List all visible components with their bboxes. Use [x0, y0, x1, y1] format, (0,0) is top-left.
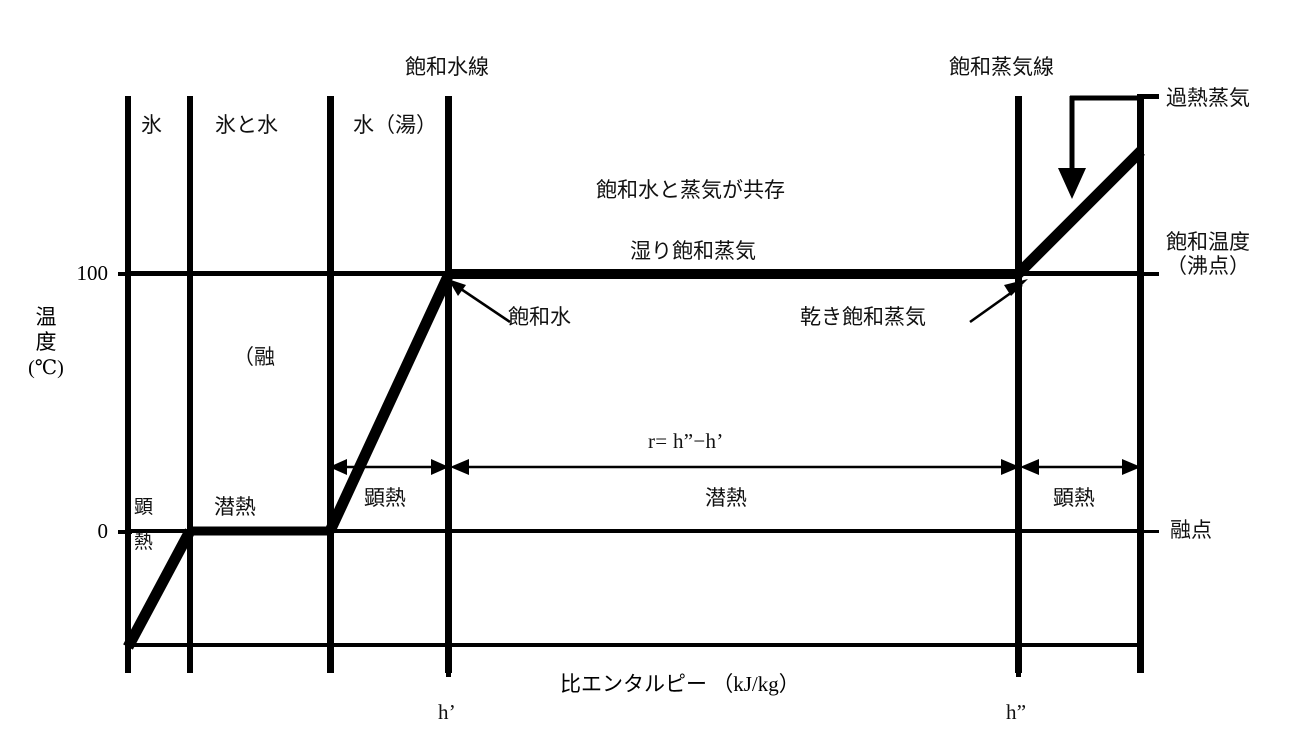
grid-vline-right-edge	[1137, 96, 1144, 673]
callout-saturated-water: 飽和水	[508, 305, 571, 329]
callout-dry-saturated-steam: 乾き飽和蒸気	[800, 305, 926, 329]
heat-label-sensible-heat-ice-b: 熱	[134, 532, 154, 553]
baseline-axis	[125, 643, 1144, 647]
saturation-temperature-line1: 飽和温度	[1166, 230, 1250, 254]
x-tick-label-h-double-prime: h”	[1006, 700, 1027, 724]
y-axis-title-line1: 温	[35, 305, 57, 329]
zone-label-ice-and-water: 氷と水	[215, 113, 278, 137]
right-tick-superheat	[1137, 94, 1159, 99]
grid-vline-ice-left	[125, 96, 131, 673]
x-axis-title: 比エンタルピー （kJ/kg）	[560, 672, 800, 696]
zone-label-melting-note: （融	[233, 345, 275, 369]
curve-label-saturated-steam-line: 飽和蒸気線	[949, 55, 1054, 79]
ytick-mark-0	[118, 530, 132, 534]
y-axis-title-line3: (℃)	[28, 356, 64, 379]
curve-label-superheated-steam: 過熱蒸気	[1166, 86, 1250, 110]
curve-label-saturated-water-line: 飽和水線	[405, 55, 489, 79]
heat-label-sensible-heat-ice-a: 顕	[134, 497, 154, 518]
xtick-mark-h-double-prime	[1016, 645, 1021, 677]
right-label-melting-point: 融点	[1170, 518, 1212, 542]
saturation-temperature-line2: （沸点）	[1166, 254, 1250, 279]
isotherm-100-line	[125, 271, 1144, 276]
isotherm-0-line	[125, 529, 1144, 533]
grid-vline-water-start	[327, 96, 334, 673]
region-note-coexist: 飽和水と蒸気が共存	[596, 178, 785, 202]
heat-label-sensible-heat-water: 顕熱	[364, 486, 406, 510]
heat-label-latent-heat-vaporization: 潜熱	[705, 486, 747, 510]
zone-label-ice: 氷	[141, 113, 162, 137]
y-tick-label-100: 100	[76, 261, 109, 285]
xtick-mark-h-prime	[446, 645, 451, 677]
grid-vline-saturated-water	[445, 96, 452, 673]
y-axis-title-line2: 度	[35, 329, 57, 354]
region-note-wet-saturated-steam: 湿り飽和蒸気	[630, 239, 756, 263]
latent-heat-formula: r= h”−h’	[648, 429, 724, 453]
x-tick-label-h-prime: h’	[438, 700, 457, 724]
right-tick-melting	[1137, 530, 1159, 533]
grid-vline-saturated-steam	[1015, 96, 1022, 673]
heat-label-latent-heat-fusion: 潜熱	[214, 495, 256, 519]
zone-label-water: 水（湯）	[353, 113, 437, 137]
ytick-mark-100	[118, 272, 132, 276]
grid-vline-ice-water	[187, 96, 193, 673]
heat-label-sensible-heat-steam: 顕熱	[1053, 486, 1095, 510]
right-label-saturation-temperature: 飽和温度 （沸点）	[1166, 230, 1250, 278]
y-axis-title: 温 度 (℃)	[26, 305, 66, 380]
right-tick-saturation	[1137, 272, 1159, 276]
y-tick-label-0: 0	[97, 519, 109, 543]
